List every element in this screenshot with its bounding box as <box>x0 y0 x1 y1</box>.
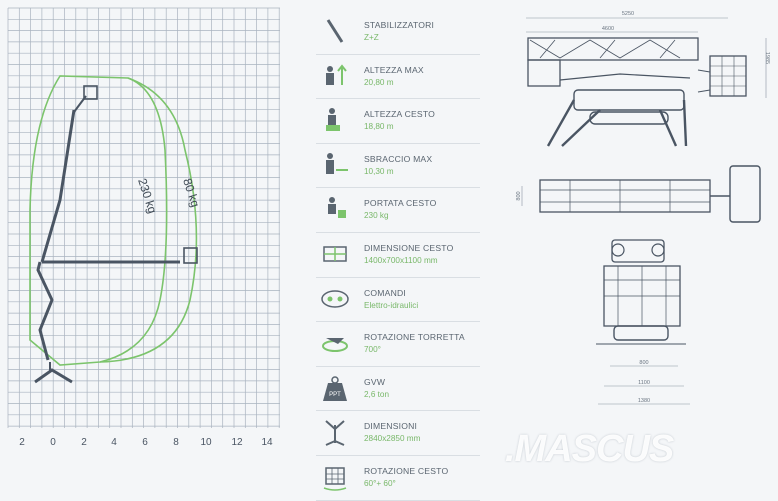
front-view-drawing <box>596 239 690 405</box>
spec-value: 230 kg <box>364 211 389 221</box>
spec-row-sbraccio-max: SBRACCIO MAX 10,30 m <box>316 144 480 189</box>
x-tick-label: 6 <box>142 437 148 448</box>
plan-width-dimension: 800 <box>516 191 522 200</box>
spec-row-altezza-cesto: ALTEZZA CESTO 18,80 m <box>316 99 480 144</box>
spec-label: COMANDI <box>364 287 406 298</box>
spec-list: STABILIZZATORI Z+Z ALTEZZA MAX 20,80 m A… <box>316 10 480 501</box>
spec-label: STABILIZZATORI <box>364 20 435 30</box>
spec-label: ROTAZIONE TORRETTA <box>364 332 465 343</box>
x-tick-label: 2 <box>81 437 87 448</box>
side-top-dimension: 5250 <box>622 11 634 17</box>
spec-label: ALTEZZA CESTO <box>364 109 436 120</box>
spec-value: 1400x700x1100 mm <box>364 255 438 265</box>
load-label-80kg: 80 kg <box>180 177 202 209</box>
watermark: .MASCUS <box>505 428 674 470</box>
basket-capacity-icon <box>318 192 352 226</box>
spec-label: DIMENSIONE CESTO <box>364 242 454 253</box>
spec-label: SBRACCIO MAX <box>364 153 433 164</box>
x-tick-label: 0 <box>50 437 56 448</box>
dimensions-icon <box>318 415 352 449</box>
x-tick-label: 8 <box>173 437 179 448</box>
spec-value: 18,80 m <box>364 122 394 132</box>
spec-value: 2,6 ton <box>364 389 390 399</box>
front-dimension-2: 1100 <box>638 380 650 386</box>
max-height-icon <box>318 59 352 93</box>
spec-label: DIMENSIONI <box>364 421 418 432</box>
outrigger-icon <box>318 14 352 48</box>
spec-value: 10,30 m <box>364 166 394 176</box>
spec-row-comandi: COMANDI Elettro-idraulici <box>316 278 480 323</box>
x-axis-tick-labels: 2 0 2 4 6 8 10 12 14 <box>19 437 273 448</box>
spec-row-altezza-max: ALTEZZA MAX 20,80 m <box>316 55 480 100</box>
spec-value: 60°+ 60° <box>364 478 396 488</box>
spec-row-dimensione-cesto: DIMENSIONE CESTO 1400x700x1100 mm <box>316 233 480 278</box>
envelope-80kg <box>99 77 198 363</box>
weight-icon-text: PPT <box>329 392 341 398</box>
spec-value: Elettro-idraulici <box>364 300 419 310</box>
x-tick-label: 12 <box>231 437 243 448</box>
x-tick-label: 14 <box>261 437 273 448</box>
basket-height-icon <box>318 103 352 137</box>
x-tick-label: 10 <box>200 437 212 448</box>
x-tick-label: 2 <box>19 437 25 448</box>
spec-label: ALTEZZA MAX <box>364 64 424 75</box>
working-range-diagram: 230 kg 80 kg 2 0 2 4 6 8 10 12 14 <box>7 7 280 448</box>
spec-row-portata-cesto: PORTATA CESTO 230 kg <box>316 188 480 233</box>
side-height-dimension: 1985 <box>764 52 770 64</box>
weight-icon: PPT <box>318 371 352 405</box>
spec-label: GVW <box>364 376 386 387</box>
range-grid <box>7 7 280 428</box>
envelope-230kg <box>29 75 168 366</box>
aerial-platform-figure <box>34 85 198 384</box>
spec-row-rotazione-torretta: ROTAZIONE TORRETTA 700° <box>316 322 480 367</box>
plan-view-drawing <box>521 165 761 223</box>
spec-label: ROTAZIONE CESTO <box>364 465 449 476</box>
x-tick-label: 4 <box>111 437 117 448</box>
load-label-230kg: 230 kg <box>135 177 159 216</box>
max-outreach-icon <box>318 148 352 182</box>
spec-label: PORTATA CESTO <box>364 198 437 209</box>
spec-row-stabilizzatori: STABILIZZATORI Z+Z <box>316 10 480 55</box>
turret-rotation-icon <box>318 326 352 360</box>
front-dimension-3: 1380 <box>638 398 650 404</box>
basket-dimension-icon <box>318 237 352 271</box>
spec-value: Z+Z <box>364 33 379 42</box>
side-inner-dimension: 4600 <box>602 26 614 32</box>
front-dimension-1: 800 <box>639 360 648 366</box>
spec-row-dimensioni: DIMENSIONI 2840x2850 mm <box>316 411 480 456</box>
spec-row-rotazione-cesto: ROTAZIONE CESTO 60°+ 60° <box>316 456 480 501</box>
technical-drawings: 5250 4600 1985 800 800 1100 1380 <box>516 11 770 405</box>
spec-row-gvw: PPT GVW 2,6 ton <box>316 367 480 412</box>
spec-value: 2840x2850 mm <box>364 434 421 444</box>
controls-icon <box>318 282 352 316</box>
spec-value: 700° <box>364 345 381 355</box>
spec-value: 20,80 m <box>364 77 394 87</box>
side-view-drawing <box>526 17 767 147</box>
basket-rotation-icon <box>318 460 352 494</box>
